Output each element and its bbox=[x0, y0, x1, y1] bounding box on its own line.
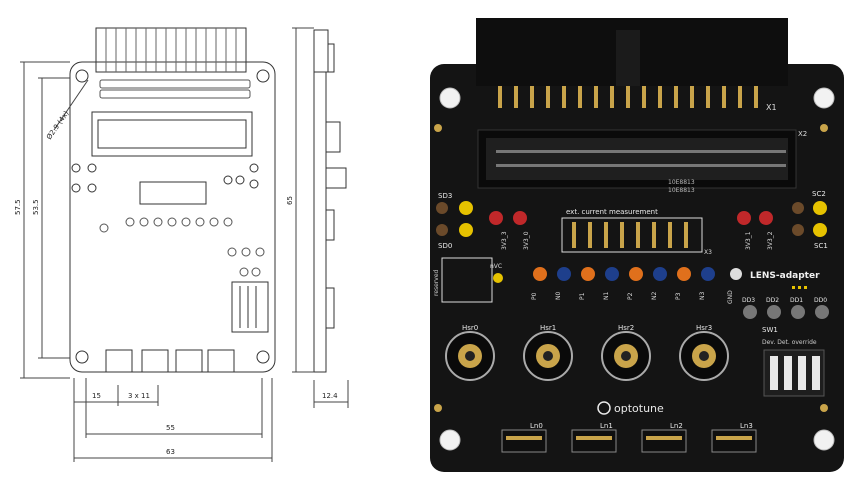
test-point-red bbox=[513, 211, 527, 225]
label-dd: DD1 bbox=[790, 297, 803, 304]
hirose-connector bbox=[445, 331, 495, 381]
label-sc1: SC1 bbox=[814, 242, 828, 250]
logo-text: optotune bbox=[614, 402, 664, 415]
label-x3: X3 bbox=[704, 249, 712, 256]
label-lens: Ln1 bbox=[600, 422, 613, 430]
label-3v3-left-b: 3V3_0 bbox=[523, 231, 530, 250]
connector-outline bbox=[91, 111, 253, 157]
pin-label: N1 bbox=[603, 292, 610, 300]
label-dev-det-override: Dev. Det. override bbox=[762, 339, 817, 346]
test-point-grey bbox=[791, 305, 805, 319]
test-point-yellow bbox=[459, 223, 473, 237]
mount-hole-icon bbox=[439, 429, 461, 451]
lens-connector bbox=[501, 429, 547, 453]
test-point-grey bbox=[743, 305, 757, 319]
part-number: 10E8813 bbox=[668, 179, 695, 186]
test-point-white bbox=[730, 268, 742, 280]
pin-label: N0 bbox=[555, 292, 562, 300]
test-point-red bbox=[489, 211, 503, 225]
hole-icon bbox=[256, 350, 270, 364]
pin-label: N2 bbox=[651, 292, 658, 300]
dim-pitch-3x11: 3 x 11 bbox=[128, 392, 150, 400]
dim-width-63: 63 bbox=[166, 448, 175, 456]
lens-connector bbox=[571, 429, 617, 453]
reserved-area bbox=[441, 257, 493, 303]
dim-height-inner: 53.5 bbox=[32, 199, 40, 215]
pin-label: P2 bbox=[627, 292, 634, 300]
hole-icon bbox=[75, 69, 89, 83]
label-lens-adapter: LENS-adapter bbox=[750, 271, 820, 281]
label-3v3-right-b: 3V3_2 bbox=[767, 231, 774, 250]
test-point-grey bbox=[767, 305, 781, 319]
label-gnd: GND bbox=[727, 290, 734, 304]
label-hirose: Hsr1 bbox=[540, 324, 556, 332]
optotune-logo-icon bbox=[597, 401, 611, 415]
pin-label: P1 bbox=[579, 292, 586, 300]
technical-drawing: 57.5 53.5 65 Ø2.9 (4x) 15 3 x 11 55 63 1… bbox=[0, 0, 420, 478]
label-lens: Ln0 bbox=[530, 422, 543, 430]
label-x2: X2 bbox=[798, 130, 807, 138]
dim-depth: 12.4 bbox=[322, 392, 338, 400]
label-hirose: Hsr0 bbox=[462, 324, 478, 332]
pin-label: P3 bbox=[675, 292, 682, 300]
label-lens: Ln2 bbox=[670, 422, 683, 430]
lens-connector bbox=[711, 429, 757, 453]
test-point-blue bbox=[605, 267, 619, 281]
pcb-svg: X1 X2 10E8813 10E8813 SD3 SD0 3V3_3 3V3_… bbox=[430, 18, 844, 472]
hole-icon bbox=[75, 350, 89, 364]
test-point-blue bbox=[653, 267, 667, 281]
label-lens: Ln3 bbox=[740, 422, 753, 430]
label-dd: DD2 bbox=[766, 297, 779, 304]
dim-width-55: 55 bbox=[166, 424, 175, 432]
dim-height-outer: 57.5 bbox=[14, 199, 22, 215]
label-sc2: SC2 bbox=[812, 190, 826, 198]
label-dd: DD3 bbox=[742, 297, 755, 304]
test-point-yellow bbox=[813, 201, 827, 215]
dim-hole: Ø2.9 (4x) bbox=[45, 109, 71, 141]
board-outline bbox=[69, 61, 276, 373]
label-x1: X1 bbox=[766, 103, 777, 112]
test-point-red bbox=[737, 211, 751, 225]
label-sd0: SD0 bbox=[438, 242, 452, 250]
test-point-orange bbox=[533, 267, 547, 281]
label-hirose: Hsr2 bbox=[618, 324, 634, 332]
label-3v3-right-a: 3V3_1 bbox=[745, 231, 752, 250]
test-point-yellow bbox=[813, 223, 827, 237]
test-point-red bbox=[759, 211, 773, 225]
label-sd3: SD3 bbox=[438, 192, 452, 200]
pin-label: P0 bbox=[531, 292, 538, 300]
test-point-orange bbox=[581, 267, 595, 281]
test-point-orange bbox=[629, 267, 643, 281]
test-point-grey bbox=[815, 305, 829, 319]
pcb-photo: X1 X2 10E8813 10E8813 SD3 SD0 3V3_3 3V3_… bbox=[420, 0, 854, 478]
mount-hole-icon bbox=[813, 87, 835, 109]
lens-connector bbox=[641, 429, 687, 453]
test-point-orange bbox=[677, 267, 691, 281]
label-hirose: Hsr3 bbox=[696, 324, 712, 332]
test-point-blue bbox=[701, 267, 715, 281]
hirose-connector bbox=[679, 331, 729, 381]
part-number: 10E8813 bbox=[668, 187, 695, 194]
label-ext-current: ext. current measurement bbox=[566, 208, 658, 216]
label-dd: DD0 bbox=[814, 297, 827, 304]
header-outline bbox=[95, 27, 247, 73]
test-point-yellow bbox=[459, 201, 473, 215]
pin-label: N3 bbox=[699, 292, 706, 300]
hirose-connector bbox=[523, 331, 573, 381]
label-nvc: nVC bbox=[490, 263, 502, 270]
test-point-blue bbox=[557, 267, 571, 281]
dim-side-height: 65 bbox=[286, 196, 294, 205]
drawing-svg: 57.5 53.5 65 Ø2.9 (4x) 15 3 x 11 55 63 1… bbox=[14, 27, 349, 462]
label-3v3-left-a: 3V3_3 bbox=[501, 231, 508, 250]
mount-hole-icon bbox=[439, 87, 461, 109]
hole-icon bbox=[256, 69, 270, 83]
label-reserved: reserved bbox=[433, 269, 440, 296]
label-sw1: SW1 bbox=[762, 326, 778, 334]
mount-hole-icon bbox=[813, 429, 835, 451]
hirose-connector bbox=[601, 331, 651, 381]
dim-pitch-15: 15 bbox=[92, 392, 101, 400]
